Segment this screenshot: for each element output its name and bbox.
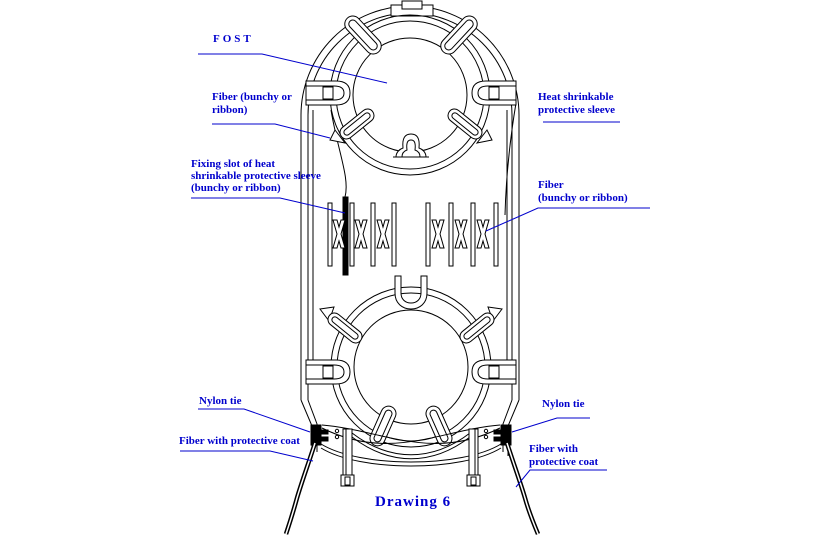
label-fiber-with-coat-left: Fiber with protective coat (179, 435, 300, 447)
leader-fiber-right (485, 207, 650, 232)
bottom-ring-lower-right-tab (425, 405, 453, 447)
label-heat-shrinkable-sleeve: Heat shrinkable protective sleeve (538, 91, 616, 116)
top-notch (390, 0, 434, 17)
drawing-caption: Drawing 6 (375, 494, 452, 510)
splice-sleeve-holder (327, 196, 499, 276)
top-ring-upper-left-tab (344, 15, 382, 55)
bottom-ring-left-latch (305, 359, 351, 385)
fiber-routing-curves (330, 102, 517, 216)
fiber-with-coat-left (283, 442, 318, 535)
label-fixing-slot: Fixing slot of heat shrinkable protectiv… (191, 158, 321, 194)
bottom-ring-upper-left-hook (319, 306, 363, 344)
leader-lines (180, 53, 650, 488)
top-ring-left-latch (305, 80, 351, 106)
tray-casing (300, 0, 520, 456)
bottom-ring-right-latch (471, 359, 517, 385)
bottom-ring-top-u-hook (394, 275, 428, 310)
fiber-with-coat-right (504, 442, 541, 535)
bottom-fiber-storage-ring (305, 275, 517, 448)
label-nylon-tie-left: Nylon tie (199, 395, 242, 407)
leader-coat-left (180, 450, 314, 462)
nylon-tie-right-assembly (483, 424, 512, 446)
heat-shrink-sleeves (332, 219, 490, 249)
top-ring-upper-right-tab (440, 15, 478, 55)
top-ring-lower-right-hook (447, 108, 493, 144)
leader-fiber-left (212, 123, 331, 139)
label-fiber-bunchy-left: Fiber (bunchy or ribbon) (212, 91, 292, 116)
nylon-tie-left-assembly (310, 424, 340, 446)
label-fiber-with-coat-right: Fiber with protective coat (529, 443, 599, 468)
top-fiber-storage-ring (305, 14, 517, 176)
left-leg (340, 428, 355, 487)
bottom-ring-upper-right-hook (459, 306, 503, 344)
label-nylon-tie-right: Nylon tie (542, 398, 585, 410)
leader-nylon-left (198, 408, 311, 433)
top-ring-right-latch (471, 80, 517, 106)
fixing-slot-bar (342, 196, 349, 276)
top-ring-bottom-dome-tab (393, 133, 429, 158)
top-ring-lower-left-hook (329, 108, 375, 144)
label-fiber-bunchy-right: Fiber (bunchy or ribbon) (538, 179, 628, 204)
bottom-ring-lower-left-tab (369, 405, 397, 447)
leader-fixing-slot (191, 197, 346, 214)
leader-coat-right (515, 469, 607, 488)
leader-fost (198, 53, 388, 84)
leader-nylon-right (511, 417, 590, 433)
right-leg (466, 428, 481, 487)
label-fost: FOST (213, 33, 254, 45)
